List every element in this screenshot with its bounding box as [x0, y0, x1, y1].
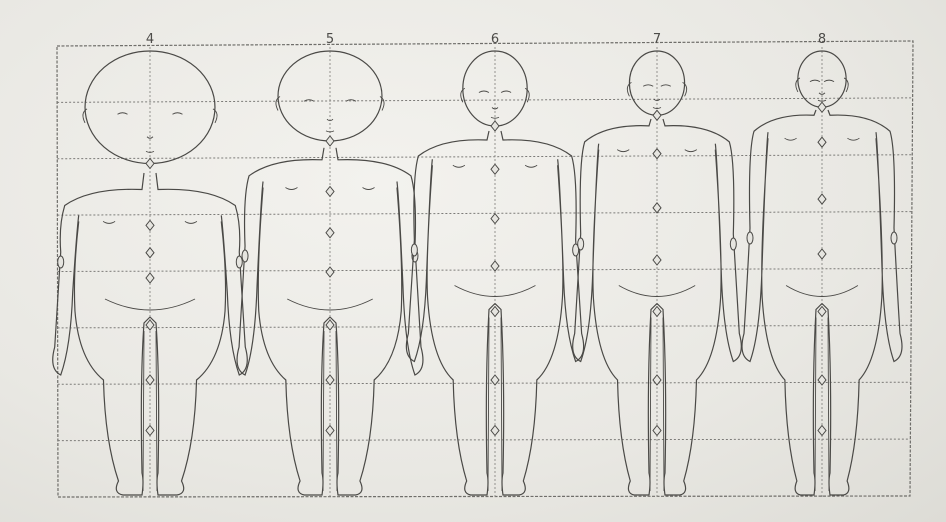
joint-marker — [146, 375, 154, 385]
chest-mark-right — [685, 150, 697, 152]
chest-mark-left — [453, 165, 465, 167]
figure-age-7 — [573, 47, 742, 497]
nose — [819, 93, 825, 95]
grid-line — [57, 212, 912, 216]
chest-mark-left — [617, 150, 629, 152]
age-label-4: 4 — [146, 32, 154, 47]
eye-left — [118, 113, 128, 115]
joint-marker — [653, 426, 661, 436]
joint-marker — [326, 187, 334, 197]
joint-marker — [326, 267, 334, 277]
joint-marker — [326, 136, 334, 146]
joint-marker — [818, 249, 826, 259]
elbow-marker — [578, 238, 584, 250]
chest-mark-left — [103, 221, 115, 223]
joint-marker — [491, 214, 499, 224]
figure-age-4 — [53, 47, 248, 497]
eye-right — [172, 113, 182, 115]
joint-marker — [653, 255, 661, 265]
joint-marker — [653, 203, 661, 213]
joint-marker — [326, 320, 334, 330]
body-outline-left — [53, 173, 150, 495]
eye-left — [479, 91, 489, 93]
joint-marker — [818, 137, 826, 147]
joint-marker — [653, 110, 661, 120]
figure-age-5 — [237, 47, 423, 497]
elbow-marker — [242, 250, 248, 262]
chest-mark-right — [363, 188, 375, 190]
joint-marker — [146, 426, 154, 436]
chest-mark-left — [785, 138, 797, 140]
joint-marker — [491, 121, 499, 131]
joint-marker — [818, 375, 826, 385]
joint-marker — [491, 426, 499, 436]
grid-border — [57, 41, 913, 497]
joint-marker — [146, 273, 154, 283]
joint-marker — [818, 102, 826, 112]
elbow-marker — [411, 244, 417, 256]
body-outline-left — [742, 110, 822, 495]
eye-left — [643, 85, 653, 87]
body-outline-right — [495, 131, 584, 495]
joint-marker — [653, 375, 661, 385]
age-label-5: 5 — [326, 32, 334, 47]
grid-frame — [57, 41, 913, 497]
chest-mark-right — [185, 221, 197, 223]
grid-line — [58, 439, 911, 441]
joint-marker — [146, 220, 154, 230]
figure-age-6 — [406, 47, 583, 497]
elbow-marker — [747, 232, 753, 244]
grid-line — [57, 155, 912, 159]
elbow-marker — [730, 238, 736, 250]
figures-group — [53, 47, 902, 497]
eye-right — [824, 80, 834, 82]
joint-marker — [491, 164, 499, 174]
body-outline-right — [657, 119, 741, 495]
joint-marker — [326, 228, 334, 238]
age-label-7: 7 — [653, 32, 661, 47]
age-label-6: 6 — [491, 32, 499, 47]
body-outline-right — [822, 110, 902, 495]
mouth — [491, 117, 499, 118]
joint-marker — [653, 149, 661, 159]
joint-marker — [818, 307, 826, 317]
joint-marker — [818, 426, 826, 436]
eye-right — [661, 85, 671, 87]
chest-mark-right — [525, 165, 537, 167]
grid-line — [58, 269, 912, 272]
grid-line — [58, 382, 911, 384]
elbow-marker — [236, 256, 242, 268]
joint-marker — [146, 159, 154, 169]
body-outline-right — [150, 173, 247, 495]
eye-right — [501, 91, 511, 93]
grid-line — [58, 325, 912, 328]
joint-marker — [653, 307, 661, 317]
joint-marker — [146, 320, 154, 330]
elbow-marker — [891, 232, 897, 244]
body-outline-left — [237, 148, 330, 495]
joint-marker — [491, 307, 499, 317]
body-outline-left — [573, 119, 657, 495]
chest-mark-left — [285, 188, 297, 190]
elbow-marker — [58, 256, 64, 268]
grid-line — [57, 98, 913, 103]
joint-marker — [146, 248, 154, 258]
eye-left — [810, 80, 820, 82]
age-label-8: 8 — [818, 32, 826, 47]
chest-mark-right — [847, 138, 859, 140]
figure-age-8 — [742, 47, 902, 497]
joint-marker — [326, 426, 334, 436]
joint-marker — [818, 194, 826, 204]
